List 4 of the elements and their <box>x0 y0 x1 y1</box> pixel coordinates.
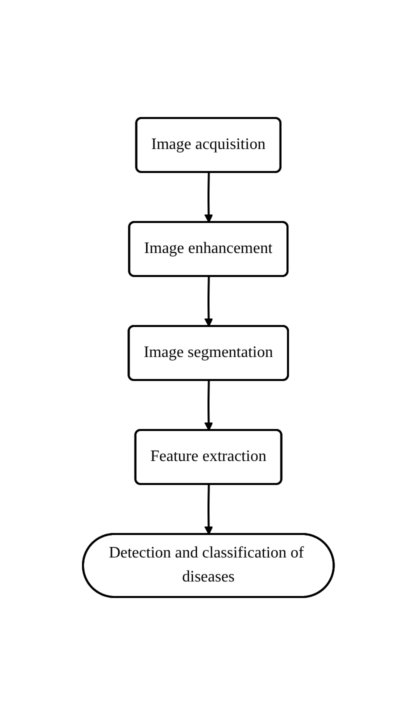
arrow <box>204 172 214 223</box>
arrow <box>204 380 214 431</box>
arrow <box>204 484 214 535</box>
arrow <box>204 276 214 327</box>
